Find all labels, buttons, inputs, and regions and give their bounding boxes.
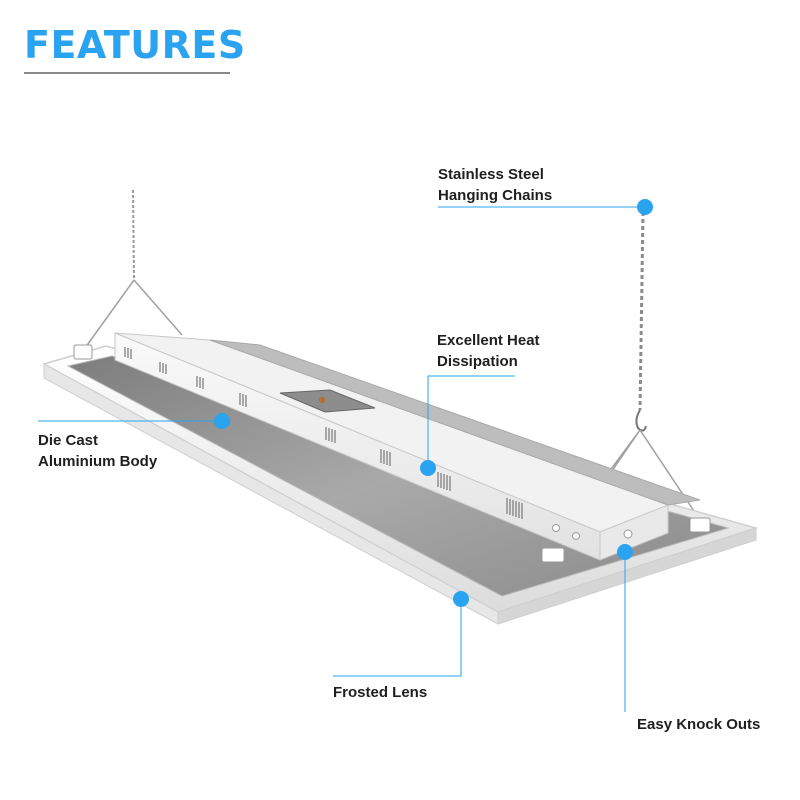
callout-lines — [38, 206, 645, 712]
feature-label-line: Excellent Heat — [437, 332, 540, 349]
feature-label-line: Hanging Chains — [438, 187, 553, 204]
feature-label-line: Stainless Steel — [438, 166, 544, 183]
feature-label-line: Frosted Lens — [333, 684, 428, 701]
mounting-brackets — [73, 344, 711, 563]
feature-label-line: Die Cast — [38, 432, 99, 449]
feature-label-line: Easy Knock Outs — [637, 716, 761, 733]
page-title: FEATURES — [24, 23, 246, 67]
body-dot — [214, 413, 230, 429]
feature-label-hanging-chains: Stainless Steel Hanging Chains — [438, 164, 552, 206]
heat-dot — [420, 460, 436, 476]
feature-label-frosted-lens: Frosted Lens — [333, 682, 427, 703]
knock-outs-dot — [617, 544, 633, 560]
lens-dot — [453, 591, 469, 607]
feature-label-heat-dissipation: Excellent Heat Dissipation — [437, 330, 540, 372]
title-underline — [24, 72, 230, 74]
feature-label-knock-outs: Easy Knock Outs — [637, 714, 760, 735]
feature-label-die-cast-body: Die Cast Aluminium Body — [38, 430, 157, 472]
chains-dot — [637, 199, 653, 215]
heat-sink-housing — [114, 332, 701, 561]
left-chain — [79, 189, 183, 356]
feature-label-line: Dissipation — [437, 353, 518, 370]
feature-label-line: Aluminium Body — [38, 453, 158, 470]
